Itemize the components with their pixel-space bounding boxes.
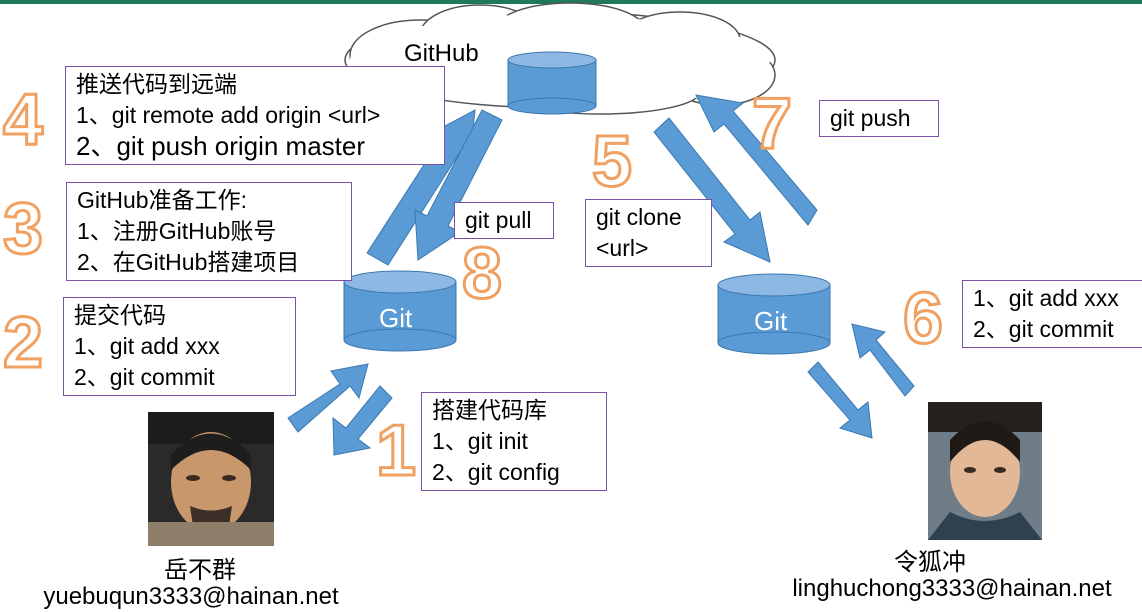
arrow-commit-down xyxy=(807,361,873,439)
github-repo-cylinder xyxy=(507,51,597,115)
step6-number: 6 xyxy=(901,279,944,359)
step3-line2: 2、在GitHub搭建项目 xyxy=(77,249,300,275)
step5-number: 5 xyxy=(590,122,633,202)
step8-number: 8 xyxy=(460,234,503,314)
step2-number: 2 xyxy=(1,303,44,383)
step5-line2: <url> xyxy=(596,235,649,261)
step6-line2: 2、git commit xyxy=(973,316,1114,342)
step6-line1: 1、git add xxx xyxy=(973,285,1119,311)
step6-box: 1、git add xxx 2、git commit xyxy=(962,280,1142,348)
arrow-pull-down xyxy=(414,109,503,261)
step8-box: git pull xyxy=(454,202,554,239)
step3-box: GitHub准备工作: 1、注册GitHub账号 2、在GitHub搭建项目 xyxy=(66,182,352,281)
step1-box: 搭建代码库 1、git init 2、git config xyxy=(421,392,607,491)
avatar-left xyxy=(148,412,274,546)
right-git-repo-cylinder xyxy=(717,273,831,355)
step4-title: 推送代码到远端 xyxy=(76,71,237,97)
step3-title: GitHub准备工作: xyxy=(77,187,247,213)
left-user-email: yuebuqun3333@hainan.net xyxy=(43,583,339,610)
step2-box: 提交代码 1、git add xxx 2、git commit xyxy=(63,297,296,396)
arrow-push-up-right xyxy=(695,94,818,226)
step4-line1: 1、git remote add origin <url> xyxy=(76,102,381,128)
arrow-init-up xyxy=(287,363,369,433)
left-user-name: 岳不群 xyxy=(164,557,236,584)
arrow-down-to-user xyxy=(332,385,393,456)
step1-line1: 1、git init xyxy=(432,428,528,454)
top-bar xyxy=(0,0,1142,4)
step5-box: git clone <url> xyxy=(585,199,712,267)
step1-line2: 2、git config xyxy=(432,459,560,485)
step7-number: 7 xyxy=(750,84,793,164)
step2-line1: 1、git add xxx xyxy=(74,333,220,359)
step7-line1: git push xyxy=(830,105,911,131)
left-repo-label: Git xyxy=(379,303,413,333)
step2-title: 提交代码 xyxy=(74,302,166,328)
right-repo-label: Git xyxy=(754,306,788,336)
step7-box: git push xyxy=(819,100,939,137)
step5-line1: git clone xyxy=(596,204,682,230)
step4-box: 推送代码到远端 1、git remote add origin <url> 2、… xyxy=(65,66,445,165)
step8-line1: git pull xyxy=(465,207,532,233)
step3-number: 3 xyxy=(1,189,44,269)
step2-line2: 2、git commit xyxy=(74,364,215,390)
right-user-email: linghuchong3333@hainan.net xyxy=(792,575,1112,602)
step4-line2: 2、git push origin master xyxy=(76,131,366,161)
arrow-commit-up xyxy=(851,323,915,397)
step1-title: 搭建代码库 xyxy=(432,397,547,423)
step4-number: 4 xyxy=(1,80,44,160)
left-git-repo-cylinder xyxy=(343,270,457,352)
arrow-clone-down xyxy=(653,117,771,263)
step3-line1: 1、注册GitHub账号 xyxy=(77,218,277,244)
avatar-right xyxy=(928,402,1042,540)
cloud-label: GitHub xyxy=(404,40,479,67)
step1-number: 1 xyxy=(374,411,417,491)
right-user-name: 令狐冲 xyxy=(894,549,966,576)
